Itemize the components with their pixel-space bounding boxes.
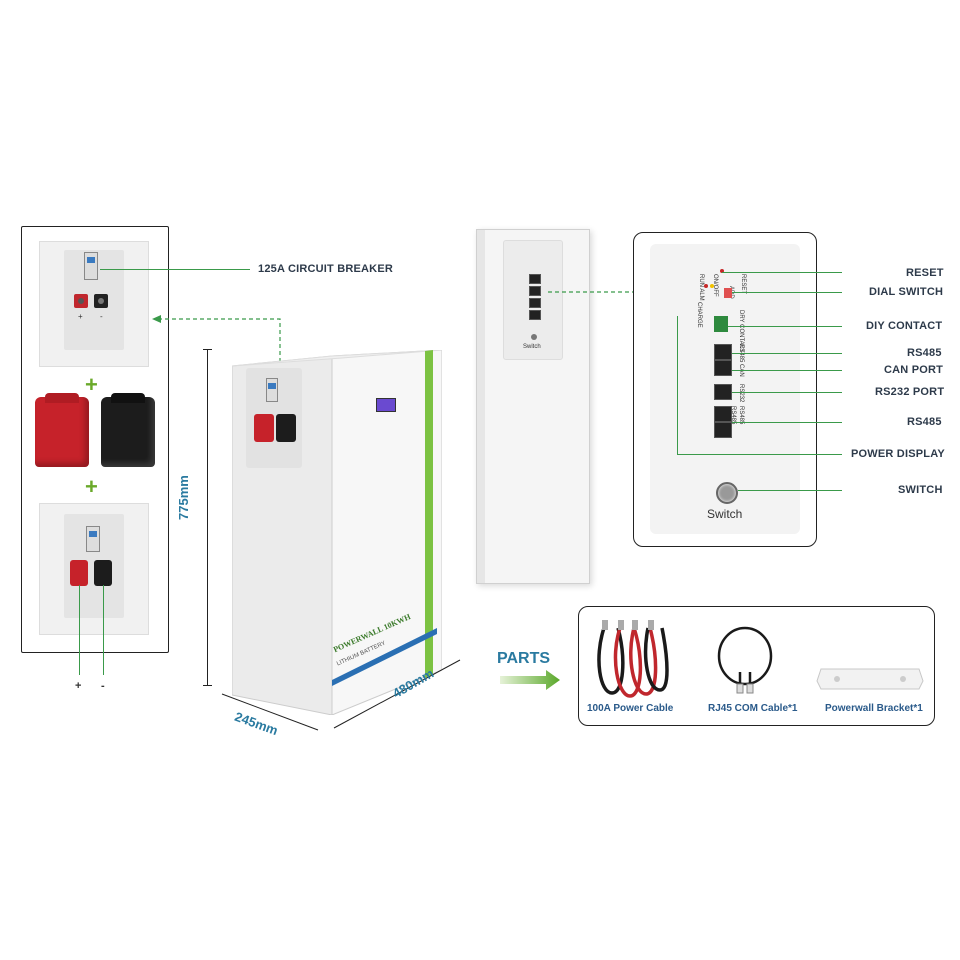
minus-sign-top: - bbox=[100, 312, 103, 321]
can-port-line bbox=[732, 370, 842, 371]
negative-cable-line bbox=[103, 585, 104, 675]
panel-rs232-text: RS232 bbox=[738, 384, 744, 403]
height-dim-line bbox=[207, 349, 208, 685]
part-label-bracket: Powerwall Bracket*1 bbox=[825, 703, 923, 714]
height-dimension: 775mm bbox=[176, 475, 191, 520]
battery-red-cap bbox=[254, 414, 274, 442]
rs485-label-2: RS485 bbox=[907, 416, 942, 428]
circuit-breaker bbox=[84, 252, 98, 280]
positive-terminal bbox=[74, 294, 88, 308]
rs485-port-1[interactable] bbox=[714, 344, 732, 360]
plus-sign-top: + bbox=[78, 312, 83, 321]
minus-label-bottom: - bbox=[101, 680, 105, 692]
power-display-line-v bbox=[677, 316, 678, 454]
breaker-panel-top: + - bbox=[39, 241, 149, 367]
reset-button[interactable] bbox=[720, 269, 724, 273]
rs232-label: RS232 PORT bbox=[875, 386, 945, 398]
black-terminal-cap bbox=[101, 393, 155, 467]
rs232-line bbox=[732, 392, 842, 393]
rs485-line-2 bbox=[732, 422, 842, 423]
bracket-image bbox=[816, 668, 924, 690]
parts-heading: PARTS bbox=[497, 650, 551, 667]
rs232-port[interactable] bbox=[714, 384, 732, 400]
rs485-port-2a[interactable] bbox=[714, 406, 732, 422]
dial-switch-line bbox=[732, 292, 842, 293]
rj45-cable-image bbox=[717, 626, 773, 694]
dashed-arrow-left bbox=[152, 315, 281, 376]
can-port-label: CAN PORT bbox=[884, 364, 944, 376]
positive-cable-line bbox=[79, 585, 80, 675]
breaker-panel-bottom bbox=[39, 503, 149, 635]
battery-breaker bbox=[266, 378, 278, 402]
circuit-breaker-line bbox=[100, 269, 250, 270]
panel-charge-text: CHARGE bbox=[696, 302, 702, 328]
battery-side-view: Switch bbox=[476, 229, 590, 584]
battery-unit: POWERWALL 10KWH LITHIUM BATTERY bbox=[231, 349, 443, 716]
rs485-line-1 bbox=[732, 353, 842, 354]
black-cap-installed bbox=[94, 560, 112, 586]
diy-contact-line bbox=[728, 326, 842, 327]
panel-reset-text: RESET bbox=[740, 274, 746, 295]
red-terminal-cap bbox=[35, 393, 89, 467]
diy-contact-label: DIY CONTACT bbox=[866, 320, 943, 332]
plus-label-bottom: + bbox=[75, 680, 82, 692]
depth-dim-line bbox=[221, 693, 319, 731]
red-cap-installed bbox=[70, 560, 88, 586]
switch-label: SWITCH bbox=[898, 484, 943, 496]
battery-black-cap bbox=[276, 414, 296, 442]
circuit-breaker-bottom bbox=[86, 526, 100, 552]
power-cable-image bbox=[597, 620, 669, 698]
negative-terminal bbox=[94, 294, 108, 308]
part-label-power-cable: 100A Power Cable bbox=[587, 703, 674, 714]
panel-runalm-text: RUN ALM bbox=[698, 274, 704, 301]
can-port[interactable] bbox=[714, 360, 732, 376]
part-label-rj45-cable: RJ45 COM Cable*1 bbox=[708, 703, 798, 714]
switch-button[interactable] bbox=[716, 482, 738, 504]
rs485-label-1: RS485 bbox=[907, 347, 942, 359]
power-display-line bbox=[677, 454, 842, 455]
dry-contact-terminal[interactable] bbox=[714, 316, 728, 332]
side-switch-label: Switch bbox=[523, 344, 541, 350]
power-display-label: POWER DISPLAY bbox=[851, 448, 945, 460]
switch-line bbox=[738, 490, 842, 491]
dial-switch[interactable] bbox=[724, 288, 732, 298]
rs485-port-2b[interactable] bbox=[714, 422, 732, 438]
panel-switch-text: Switch bbox=[707, 507, 743, 521]
reset-label: RESET bbox=[906, 267, 944, 279]
plus-sign-2: + bbox=[85, 474, 98, 499]
circuit-breaker-label: 125A CIRCUIT BREAKER bbox=[258, 263, 394, 275]
plus-sign-1: + bbox=[85, 372, 98, 397]
dial-switch-label: DIAL SWITCH bbox=[869, 286, 944, 298]
width-dim-line bbox=[333, 659, 461, 729]
reset-line bbox=[722, 272, 842, 273]
battery-display-screen bbox=[376, 398, 396, 412]
parts-arrow bbox=[500, 670, 560, 690]
